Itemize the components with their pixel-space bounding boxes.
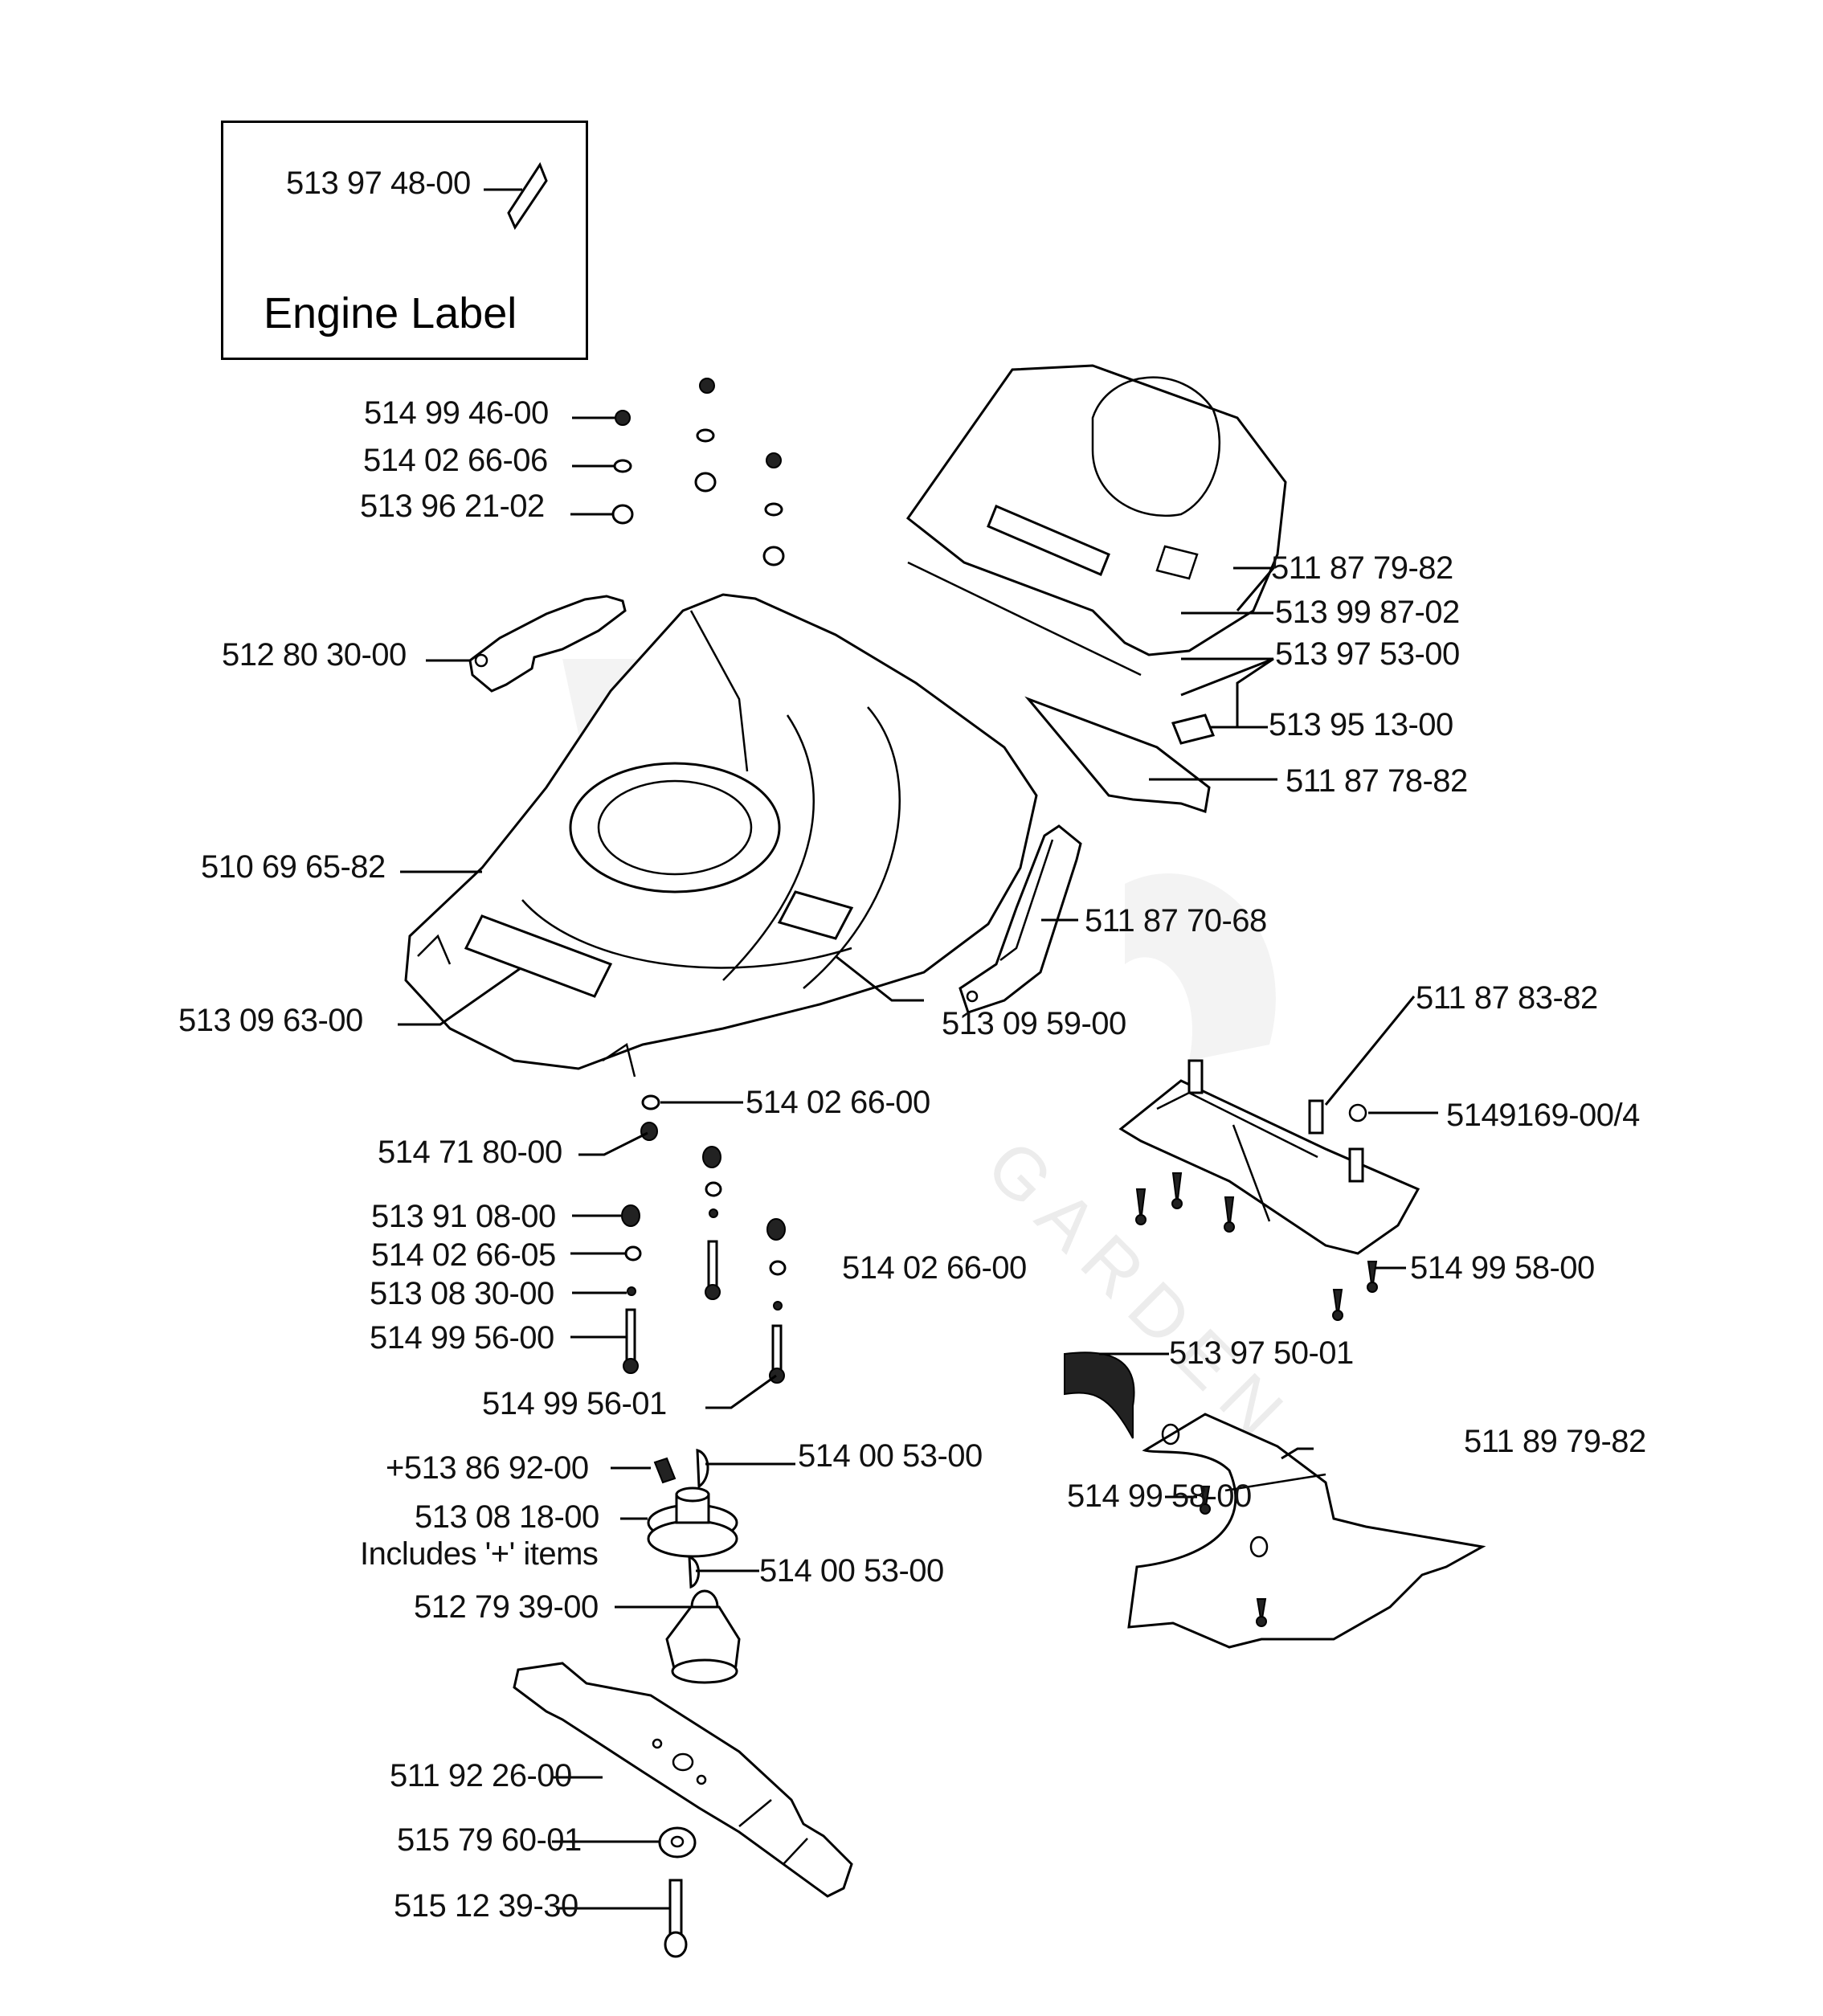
part-label[interactable]: 511 89 79-82 (1464, 1424, 1646, 1459)
part-label[interactable]: 514 99 56-01 (482, 1386, 667, 1421)
part-label[interactable]: 513 95 13-00 (1269, 707, 1453, 742)
part-label[interactable]: 513 08 30-00 (370, 1276, 554, 1311)
part-label[interactable]: 513 08 18-00 (415, 1499, 599, 1535)
part-label[interactable]: +513 86 92-00 (386, 1450, 589, 1486)
grass-screen-part[interactable] (1064, 1351, 1169, 1439)
part-label[interactable]: 515 12 39-30 (394, 1888, 578, 1924)
part-label[interactable]: 513 97 53-00 (1275, 636, 1460, 672)
engine-label-title: Engine Label (264, 289, 517, 337)
tray-part[interactable] (1118, 996, 1438, 1321)
hardware-stack-bottom[interactable] (570, 1094, 787, 1409)
part-label-engine-label[interactable]: 513 97 48-00 (286, 166, 471, 201)
part-label[interactable]: 514 02 66-00 (746, 1085, 930, 1120)
part-label[interactable]: 513 09 63-00 (178, 1003, 363, 1038)
part-label[interactable]: 512 80 30-00 (222, 637, 407, 673)
part-label[interactable]: 515 79 60-01 (397, 1822, 582, 1858)
includes-note: Includes '+' items (360, 1536, 599, 1572)
part-label[interactable]: 512 79 39-00 (414, 1589, 599, 1625)
hardware-stack-top[interactable] (611, 378, 785, 566)
part-label[interactable]: 511 92 26-00 (390, 1758, 572, 1793)
part-label[interactable]: 514 99 46-00 (364, 395, 549, 431)
part-label[interactable]: 514 02 66-05 (371, 1237, 556, 1273)
part-label[interactable]: 513 97 50-01 (1169, 1335, 1354, 1371)
part-label[interactable]: 5149169-00/4 (1446, 1098, 1640, 1133)
spring-part[interactable] (1171, 714, 1268, 745)
catcher-cover-part[interactable] (905, 364, 1287, 677)
part-label[interactable]: 513 96 21-02 (360, 489, 545, 524)
part-label[interactable]: 514 71 80-00 (378, 1135, 562, 1170)
part-label[interactable]: 513 99 87-02 (1275, 595, 1460, 630)
spindle-assembly[interactable] (611, 1448, 795, 1684)
part-label[interactable]: 514 00 53-00 (798, 1438, 983, 1474)
part-label[interactable]: 514 99 56-00 (370, 1320, 554, 1356)
part-label[interactable]: 513 09 59-00 (942, 1006, 1126, 1041)
part-label[interactable]: 514 02 66-00 (842, 1250, 1027, 1286)
part-label[interactable]: 514 02 66-06 (363, 443, 548, 478)
blade-part[interactable] (513, 1662, 853, 1898)
part-label[interactable]: 514 99 58-00 (1410, 1250, 1595, 1286)
mower-deck-part[interactable] (404, 593, 1038, 1078)
part-label[interactable]: 511 87 79-82 (1271, 550, 1453, 586)
height-adjuster-part[interactable] (959, 824, 1082, 1014)
part-label[interactable]: 510 69 65-82 (201, 849, 386, 885)
part-label[interactable]: 513 91 08-00 (371, 1199, 556, 1234)
part-label[interactable]: 511 87 83-82 (1416, 980, 1598, 1016)
discharge-chute-part[interactable] (1127, 1413, 1486, 1649)
bracket-part[interactable] (426, 595, 627, 693)
part-label[interactable]: 514 00 53-00 (759, 1553, 944, 1589)
part-label[interactable]: 511 87 78-82 (1286, 763, 1468, 799)
engine-label-part[interactable] (484, 162, 548, 231)
part-label[interactable]: 511 87 70-68 (1085, 903, 1267, 938)
blade-bolt-part[interactable] (556, 1879, 688, 1958)
engine-label-inset (221, 121, 588, 360)
washer-part[interactable] (552, 1826, 697, 1859)
flap-part[interactable] (1024, 696, 1277, 813)
part-label[interactable]: 514 99 58-00 (1067, 1478, 1252, 1514)
